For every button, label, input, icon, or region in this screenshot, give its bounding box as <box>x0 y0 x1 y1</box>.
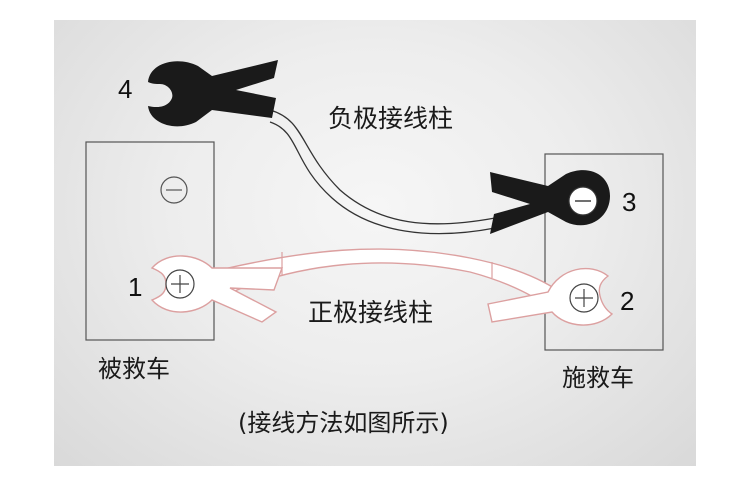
clamp-2-number: 2 <box>620 286 634 316</box>
rescued-vehicle-label: 被救车 <box>98 355 170 383</box>
caption: (接线方法如图所示) <box>238 409 449 437</box>
clamp-3-number: 3 <box>622 187 636 217</box>
clamp-4-number: 4 <box>118 74 132 104</box>
clamp-1-number: 1 <box>128 272 142 302</box>
minus-circle-icon <box>568 186 598 216</box>
rescuer-vehicle-label: 施救车 <box>562 364 634 392</box>
negative-clamp-4 <box>148 60 278 127</box>
plus-circle-icon <box>165 269 195 299</box>
positive-terminal-label: 正极接线柱 <box>308 298 433 327</box>
negative-clamp-3 <box>490 170 610 234</box>
negative-cable <box>269 109 496 235</box>
diagram-panel <box>54 20 696 466</box>
plus-circle-icon <box>569 283 599 313</box>
rescued-vehicle-battery <box>85 141 215 341</box>
rescuer-vehicle-battery <box>544 153 664 351</box>
minus-circle-icon <box>160 176 188 204</box>
negative-terminal-label: 负极接线柱 <box>328 104 453 133</box>
